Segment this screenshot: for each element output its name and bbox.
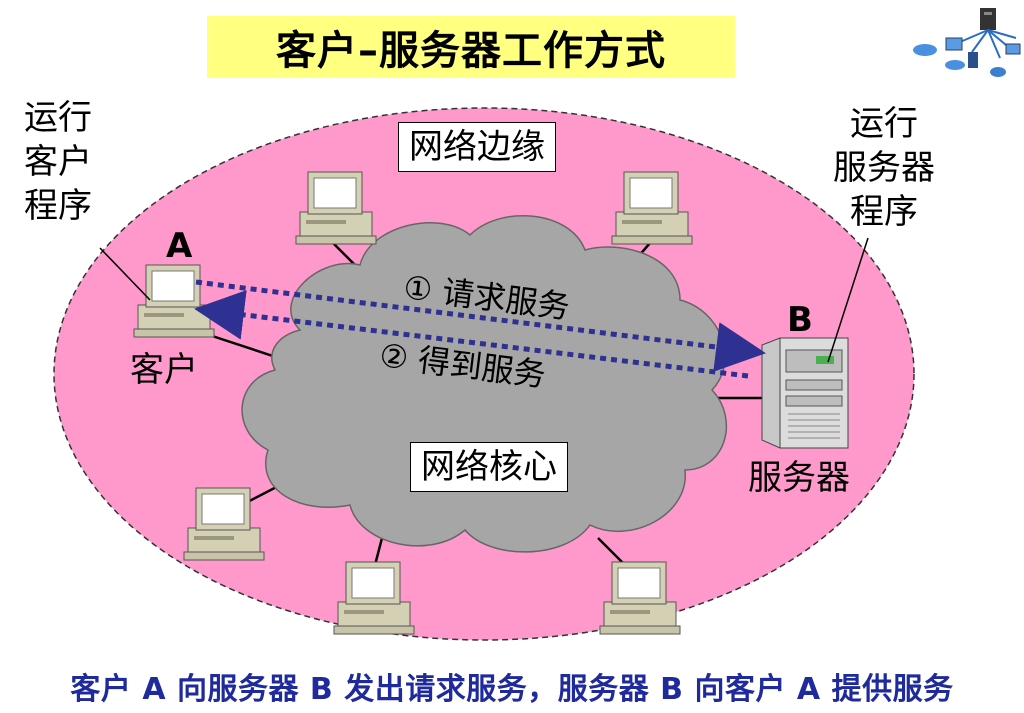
server-label: 服务器 [748,458,850,498]
client-program-note: 运行 客户 程序 [24,98,92,226]
network-edge-label: 网络边缘 [398,122,556,172]
server-host-b [761,337,849,449]
server-program-note: 运行 服务器 程序 [833,104,935,232]
host-a-letter: A [166,226,193,266]
slide-title: 客户–服务器工作方式 [207,16,735,78]
network-core-label: 网络核心 [410,442,568,492]
server-note-pointer [827,237,869,363]
client-note-pointer [99,247,151,301]
network-core-cloud [241,215,728,553]
client-label: 客户 [130,350,198,390]
diagram-caption: 客户 A 向服务器 B 发出请求服务，服务器 B 向客户 A 提供服务 [70,672,954,707]
host-b-letter: B [787,300,813,340]
response-arrow [194,289,749,379]
network-logo-icon [913,8,1021,77]
